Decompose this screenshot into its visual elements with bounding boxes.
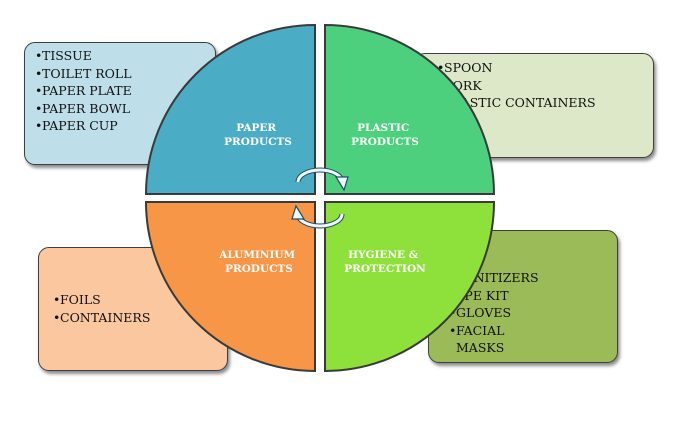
label-line: PRODUCTS <box>351 136 419 148</box>
label-line: PAPER <box>236 122 276 134</box>
hygiene-protection-list: SANITIZERS PPE KIT GLOVES FACIAL MASKS <box>449 269 607 357</box>
list-item: SPOON <box>437 59 643 77</box>
list-item: TISSUE <box>35 47 205 65</box>
paper-products-label: PAPER PRODUCTS <box>224 122 292 148</box>
plastic-products-label: PLASTIC PRODUCTS <box>351 122 419 148</box>
aluminium-products-list: FOILS CONTAINERS <box>53 291 217 326</box>
label-line: PLASTIC <box>357 122 409 134</box>
circular-arrows-icon <box>291 167 349 229</box>
label-line: PRODUCTS <box>225 263 293 275</box>
aluminium-products-label: ALUMINIUM PRODUCTS <box>218 249 299 275</box>
paper-products-segment <box>144 23 316 195</box>
label-line: PROTECTION <box>344 263 426 275</box>
list-item: PAPER CUP <box>35 117 205 135</box>
label-line: ALUMINIUM <box>218 249 295 261</box>
aluminium-products-segment <box>144 201 316 373</box>
list-item: PAPER PLATE <box>35 82 205 100</box>
plastic-products-segment <box>324 23 496 195</box>
label-line: PRODUCTS <box>224 136 292 148</box>
list-item: FACIAL MASKS <box>449 322 526 357</box>
list-item: CONTAINERS <box>53 309 217 327</box>
hygiene-protection-segment <box>324 201 496 373</box>
list-item: PAPER BOWL <box>35 100 205 118</box>
label-line: HYGIENE & <box>348 249 419 261</box>
list-item: FOILS <box>53 291 217 309</box>
hygiene-protection-label: HYGIENE & PROTECTION <box>344 249 426 275</box>
list-item: TOILET ROLL <box>35 65 205 83</box>
paper-products-list: TISSUE TOILET ROLL PAPER PLATE PAPER BOW… <box>35 47 205 135</box>
